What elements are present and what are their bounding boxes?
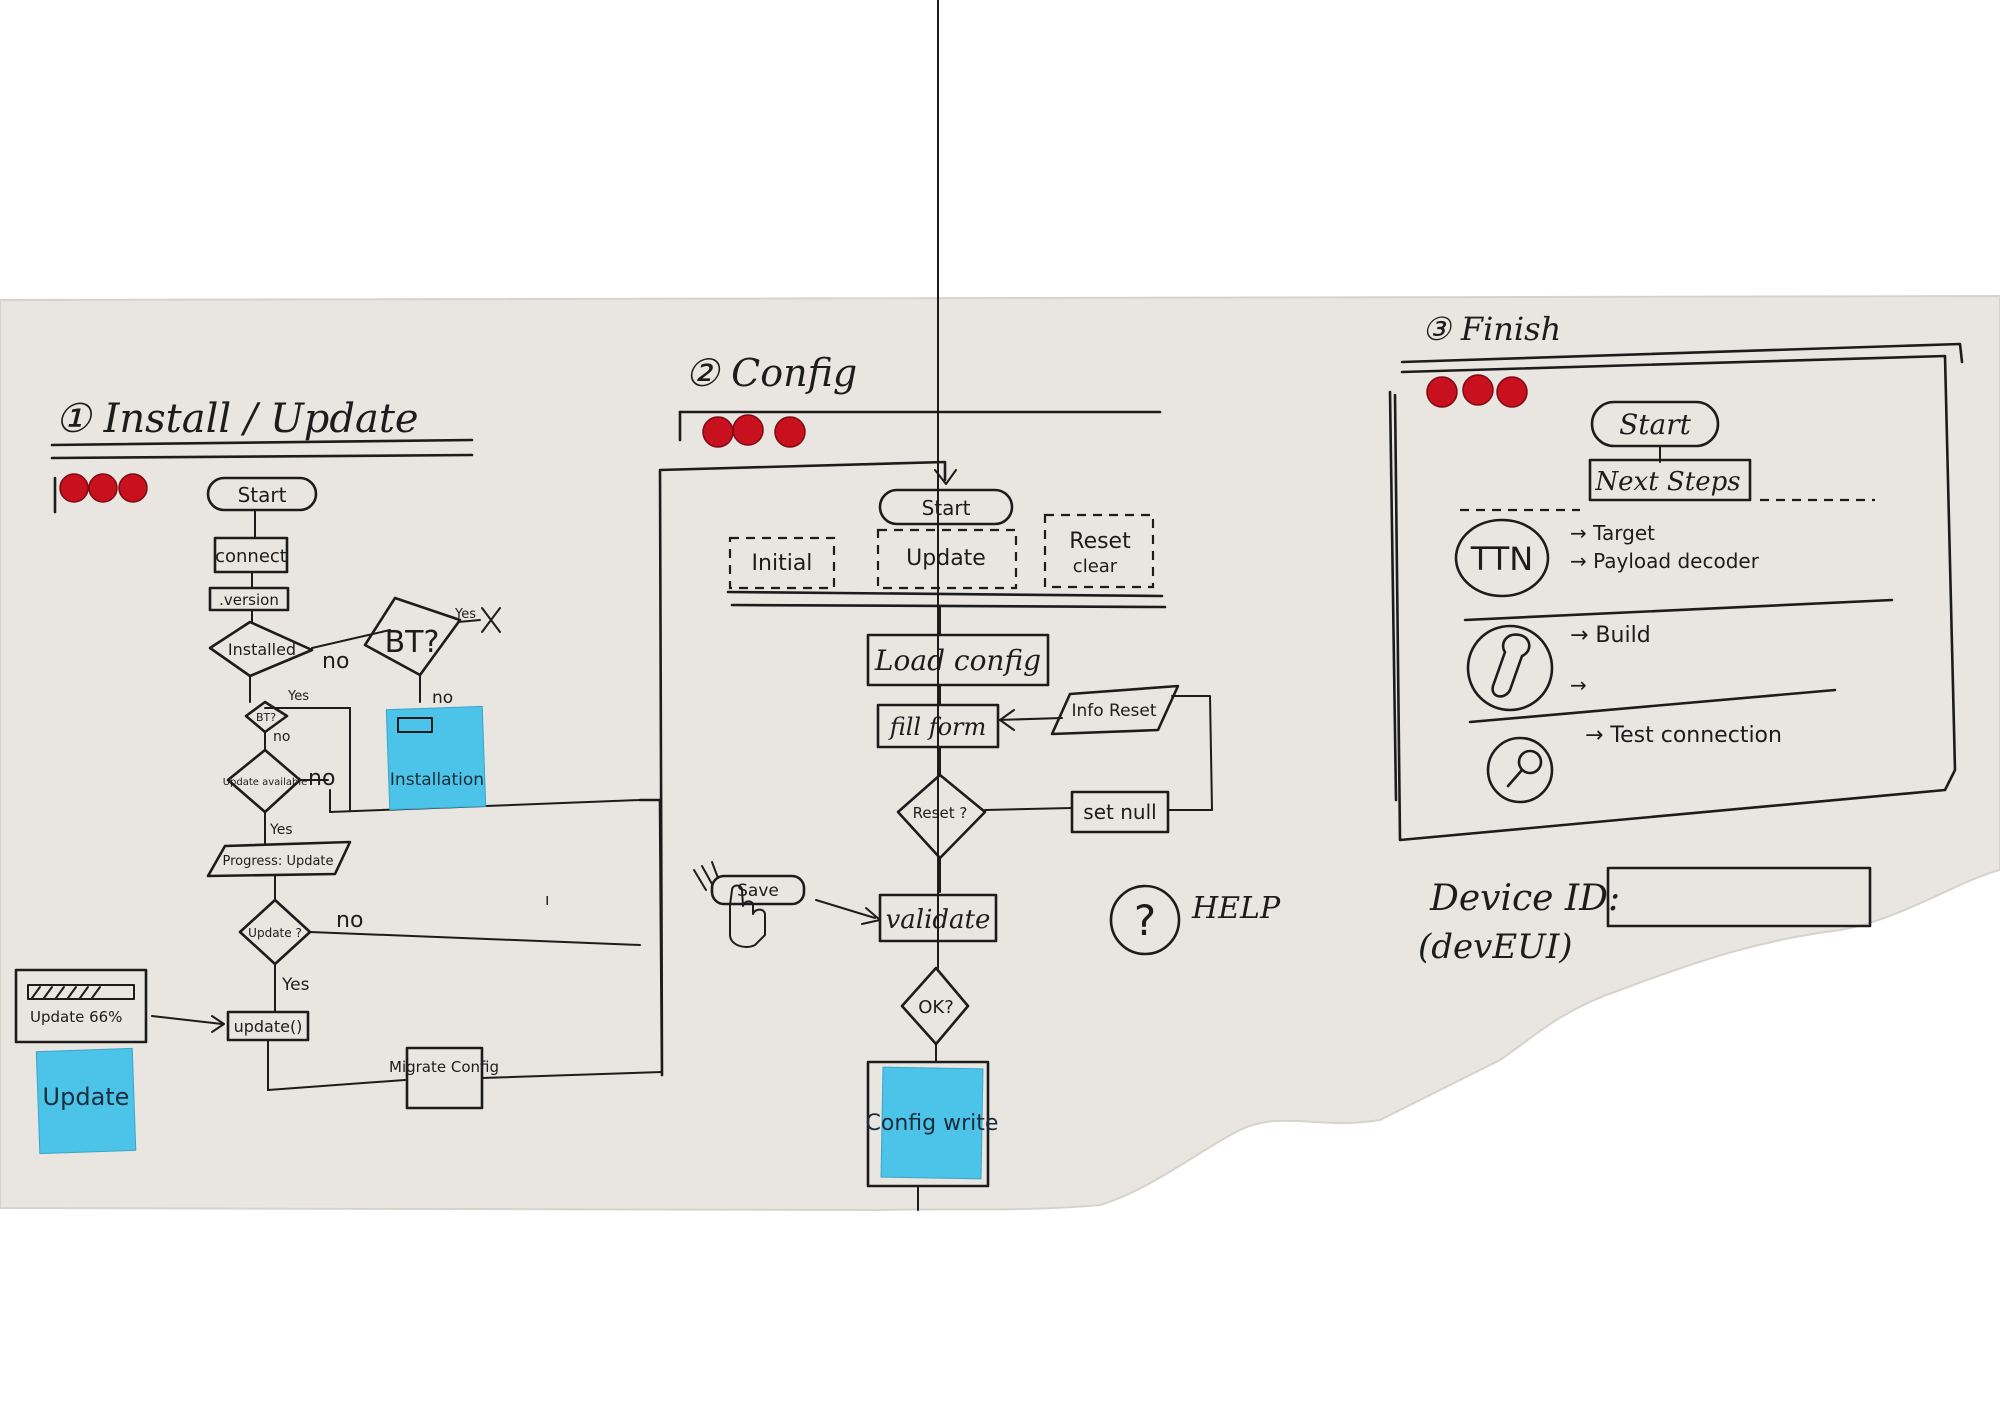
magnet-icon (1426, 376, 1458, 408)
section1-title: ① Install / Update (55, 396, 419, 442)
magnet-icon (118, 473, 148, 503)
whiteboard-surface (0, 294, 2000, 1212)
sticky-update-label: Update (43, 1083, 130, 1111)
sticky-installation-label: Installation (390, 770, 484, 790)
bt-no-label: no (432, 688, 453, 708)
section-install-update: ① Install / Update Start connect .versio… (14, 396, 663, 1155)
installed-decision: Installed (228, 640, 296, 659)
update-call-node: update() (234, 1017, 303, 1036)
ok-decision: OK? (918, 997, 954, 1018)
device-id-label: Device ID: (1429, 878, 1620, 919)
magnet-icon (1496, 376, 1528, 408)
arrow-blank-item: → (1570, 673, 1587, 697)
ttn-label: TTN (1470, 540, 1533, 578)
build-item: → Build (1570, 623, 1651, 648)
tab-reset (1043, 513, 1155, 589)
version-node: .version (219, 591, 279, 609)
sticky-config-write (880, 1066, 984, 1180)
save-button-wireframe: Save (737, 881, 779, 901)
migrate-config-node: Migrate Config (389, 1058, 499, 1076)
section-config: ② Config Start Initial Update Reset clea… (545, 0, 1281, 1211)
bt-decision-small: BT? (256, 711, 276, 724)
sticky-update (35, 1047, 137, 1155)
magnet-icon (732, 414, 764, 446)
sticky-config-write-label: Config write (866, 1111, 999, 1136)
start-node-3: Start (1619, 408, 1692, 441)
magnet-icon (774, 416, 806, 448)
update-decision: Update ? (248, 926, 302, 940)
no-label-2: no (308, 766, 335, 791)
tab-clear-label: clear (1073, 556, 1118, 577)
help-icon (1109, 884, 1181, 956)
stray-mark: ı (545, 890, 549, 909)
magnifier-icon (1506, 749, 1543, 788)
magnet-icon (59, 473, 89, 503)
section3-title: ③ Finish (1422, 310, 1561, 348)
payload-decoder-item: → Payload decoder (1570, 549, 1760, 573)
no-label-1: no (273, 729, 290, 745)
tab-initial (728, 536, 836, 590)
no-label-3: no (336, 908, 363, 933)
tab-update (876, 528, 1018, 590)
help-icon-glyph: ? (1134, 896, 1156, 945)
sticky-installation (385, 705, 487, 811)
magnets-section2 (702, 414, 806, 448)
start-node-2: Start (922, 496, 971, 520)
yes-label-3: Yes (281, 975, 310, 995)
progress-update-node: Progress: Update (222, 854, 333, 869)
next-steps-node: Next Steps (1594, 467, 1740, 497)
section2-title: ② Config (685, 351, 857, 395)
ttn-logo (1454, 518, 1550, 598)
installed-no-label: no (322, 649, 349, 674)
device-id-input-wireframe (1606, 866, 1872, 928)
magnets-section1 (59, 473, 148, 503)
reset-decision: Reset ? (913, 804, 968, 822)
wrench-icon (1491, 633, 1531, 698)
magnet-icon (1462, 374, 1494, 406)
set-null-node: set null (1083, 800, 1156, 824)
yes-label-2: Yes (269, 822, 293, 838)
tab-initial-label: Initial (752, 551, 813, 576)
hand-cursor-icon (693, 861, 766, 948)
connect-node: connect (215, 546, 287, 567)
section-finish: ③ Finish Start Next Steps TTN → Target →… (1388, 310, 1964, 967)
info-reset-node: Info Reset (1071, 701, 1156, 721)
start-node-1: Start (238, 483, 287, 507)
test-connection-item: → Test connection (1585, 723, 1782, 748)
dev-eui-label: (devEUI) (1418, 927, 1573, 967)
magnet-icon (88, 473, 118, 503)
load-config-node: Load config (874, 644, 1041, 677)
yes-label-1: Yes (287, 689, 309, 704)
update-progress-wireframe: Update 66% (30, 1008, 122, 1026)
tab-reset-label: Reset (1069, 529, 1131, 554)
magnets-section3 (1426, 374, 1528, 408)
help-label: HELP (1191, 891, 1281, 926)
bt-decision-big: BT? (385, 625, 440, 660)
magnet-icon (702, 416, 734, 448)
update-available-decision: Update available (223, 777, 308, 788)
tab-update-label: Update (906, 546, 986, 571)
bt-yes-label: Yes (454, 607, 476, 622)
target-item: → Target (1570, 521, 1655, 545)
